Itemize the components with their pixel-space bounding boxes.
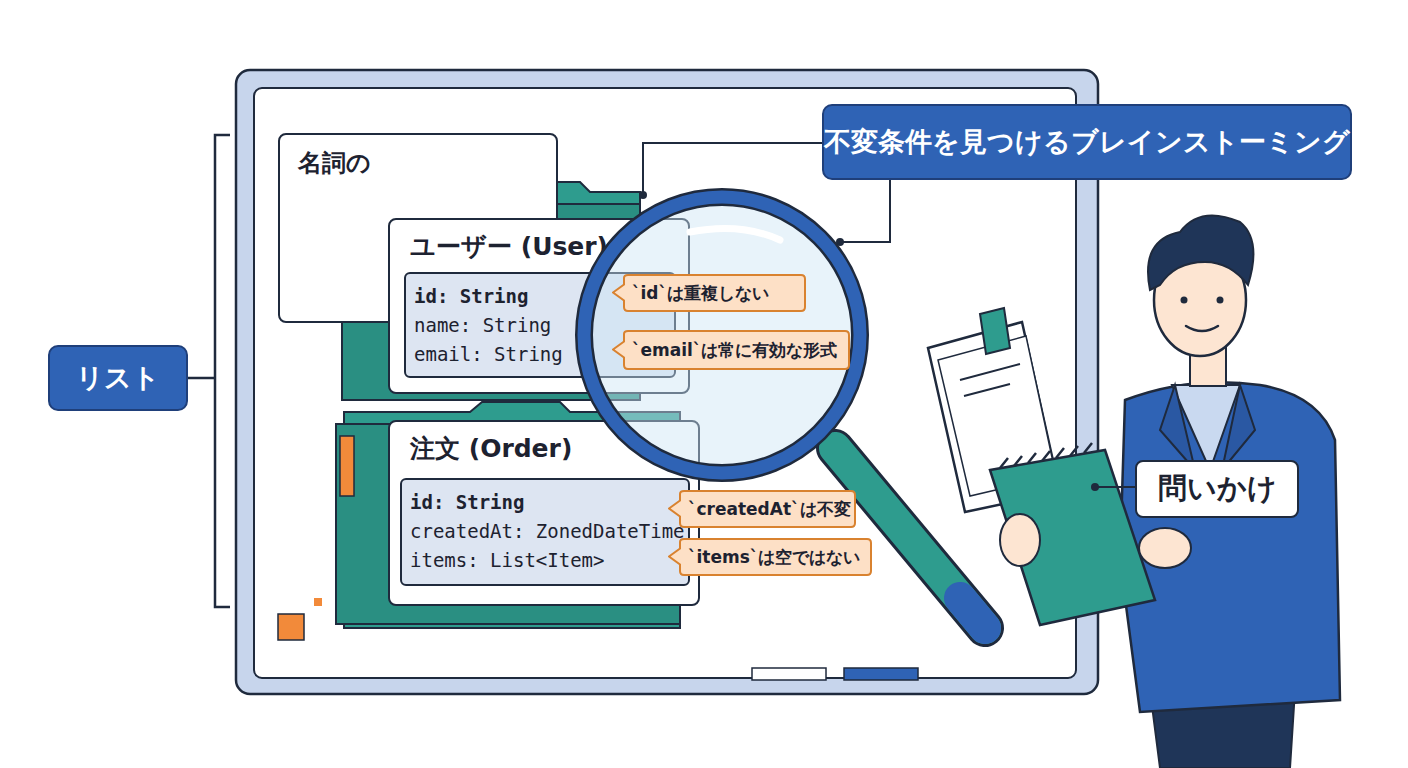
node-text: 名詞の — [298, 147, 538, 179]
node-text: `createdAt`は不変 — [688, 498, 851, 521]
invariant-tag: `items`は空ではない — [668, 538, 872, 576]
node-text: `items`は空ではない — [688, 546, 860, 569]
group-label: リスト — [48, 345, 188, 411]
field-line: id: String — [410, 488, 680, 517]
node-text: ユーザー (User) — [410, 230, 668, 263]
invariant-tag: `id`は重複しない — [612, 274, 806, 312]
invariant-tag: `email`は常に有効な形式 — [612, 330, 850, 370]
title-banner: 不変条件を見つけるブレインストーミング — [822, 104, 1352, 180]
field-line: createdAt: ZonedDateTime — [410, 517, 680, 546]
node-text: `id`は重複しない — [632, 282, 769, 305]
field-line: items: List<Item> — [410, 546, 680, 575]
invariant-tag: `createdAt`は不変 — [668, 490, 856, 528]
node-text: 注文 (Order) — [410, 432, 678, 465]
node-text: 不変条件を見つけるブレインストーミング — [824, 124, 1350, 160]
node-text: リスト — [76, 360, 160, 396]
entity-card: 注文 (Order) id: StringcreatedAt: ZonedDate… — [388, 420, 700, 606]
node-text: 問いかけ — [1158, 469, 1277, 509]
field-box: id: StringcreatedAt: ZonedDateTimeitems:… — [400, 478, 690, 586]
node-text: `email`は常に有効な形式 — [632, 339, 837, 362]
question-label: 問いかけ — [1135, 460, 1299, 518]
